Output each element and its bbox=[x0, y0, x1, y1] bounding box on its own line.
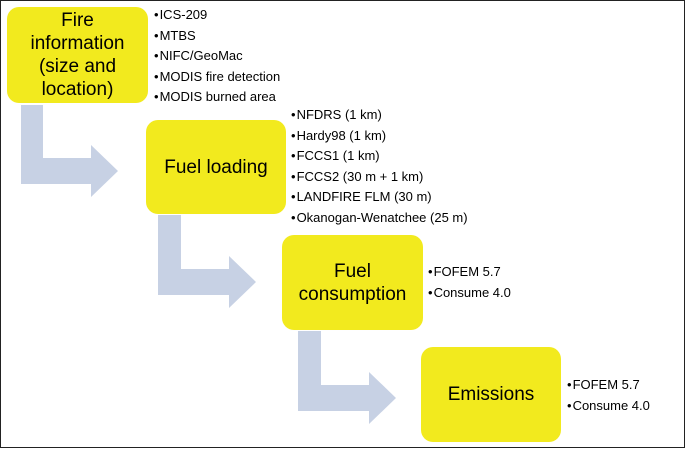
list-item: NIFC/GeoMac bbox=[154, 46, 280, 67]
stage-box-fuel-consumption: Fuel consumption bbox=[282, 235, 423, 330]
stage-box-fire-information: Fire information (size and location) bbox=[7, 7, 148, 103]
list-item: Consume 4.0 bbox=[567, 396, 650, 417]
list-item: Okanogan-Wenatchee (25 m) bbox=[291, 208, 468, 229]
list-item: Hardy98 (1 km) bbox=[291, 126, 468, 147]
list-item: FOFEM 5.7 bbox=[428, 262, 511, 283]
stage-box-fuel-loading: Fuel loading bbox=[146, 120, 286, 214]
stage-title-emissions: Emissions bbox=[447, 384, 535, 405]
list-item: MODIS burned area bbox=[154, 87, 280, 108]
flow-arrow-1 bbox=[21, 105, 118, 197]
list-item: FCCS2 (30 m + 1 km) bbox=[291, 167, 468, 188]
stage-list-fuel-loading: NFDRS (1 km) Hardy98 (1 km) FCCS1 (1 km)… bbox=[291, 105, 468, 228]
stage-box-emissions: Emissions bbox=[421, 347, 561, 442]
list-item: MODIS fire detection bbox=[154, 67, 281, 88]
stage-title-fuel-consumption: Fuel consumption bbox=[298, 260, 407, 305]
flow-arrow-2 bbox=[158, 215, 256, 308]
stage-list-fuel-consumption: FOFEM 5.7 Consume 4.0 bbox=[428, 262, 511, 303]
stage-title-fuel-loading: Fuel loading bbox=[164, 156, 268, 178]
list-item: MTBS bbox=[154, 26, 280, 47]
list-item: NFDRS (1 km) bbox=[291, 105, 468, 126]
list-item: LANDFIRE FLM (30 m) bbox=[291, 187, 468, 208]
stage-list-emissions: FOFEM 5.7 Consume 4.0 bbox=[567, 375, 650, 416]
list-item: ICS-209 bbox=[154, 5, 280, 26]
stage-list-fire-information: ICS-209 MTBS NIFC/GeoMac MODIS fire dete… bbox=[154, 5, 281, 108]
list-item: FOFEM 5.7 bbox=[567, 375, 650, 396]
list-item: FCCS1 (1 km) bbox=[291, 146, 468, 167]
stage-title-fire-information: Fire information (size and location) bbox=[30, 10, 125, 100]
flow-arrow-3 bbox=[298, 331, 396, 424]
list-item: Consume 4.0 bbox=[428, 283, 511, 304]
